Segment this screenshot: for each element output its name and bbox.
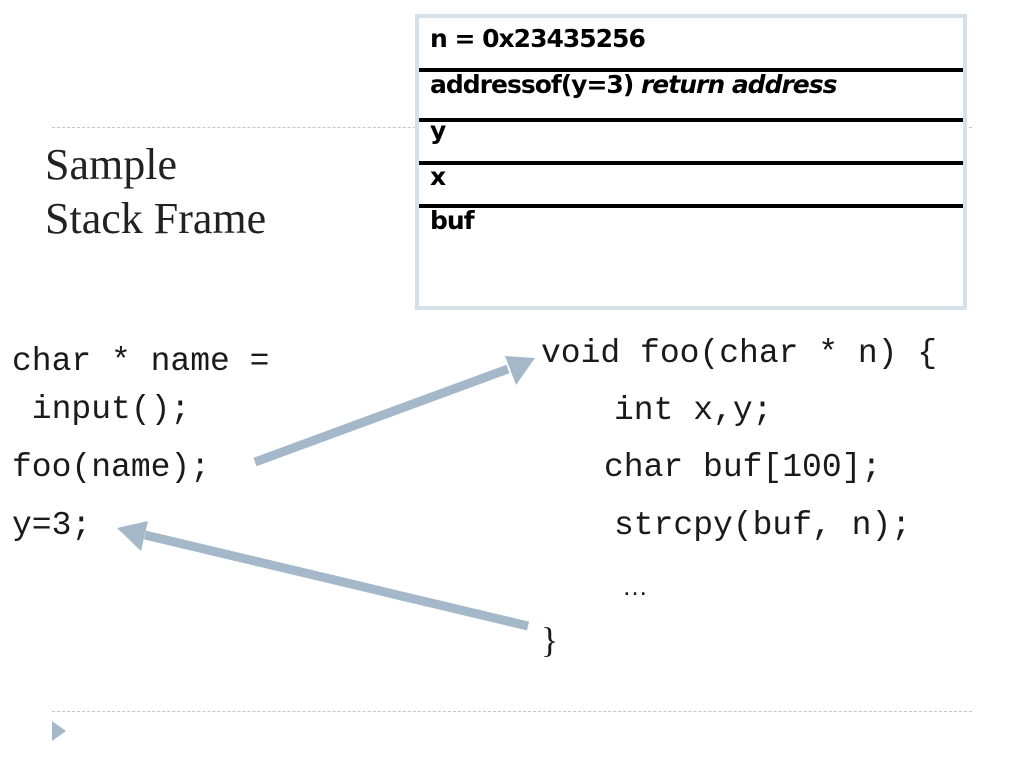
callee-code-line-6: } — [541, 620, 559, 660]
stack-row-italic-text: return address — [640, 70, 838, 99]
callee-code-line-1: void foo(char * n) { — [541, 335, 938, 372]
title-line-1: Sample — [45, 140, 177, 189]
stack-row-return-address: addressof(y=3) return address — [419, 70, 963, 99]
stack-row-text: y — [430, 116, 446, 145]
stack-row-divider — [419, 204, 963, 208]
stack-row-divider — [419, 68, 963, 72]
call-arrow — [253, 356, 535, 467]
stack-row-divider — [419, 118, 963, 122]
bottom-divider — [52, 711, 972, 712]
stack-row-text: buf — [430, 206, 475, 235]
stack-row-divider — [419, 161, 963, 165]
return-arrow — [117, 521, 530, 631]
caller-code-line-4: y=3; — [12, 507, 92, 544]
stack-frame-diagram: n = 0x23435256 addressof(y=3) return add… — [415, 14, 967, 310]
stack-row-text: n = 0x23435256 — [430, 24, 646, 53]
caller-code-line-3: foo(name); — [12, 449, 211, 486]
stack-row-buf: buf — [419, 206, 963, 235]
caller-code-line-1: char * name = — [12, 343, 270, 380]
callee-code-line-2: int x,y; — [614, 392, 773, 429]
stack-row-text: addressof(y=3) — [430, 70, 641, 99]
stack-row-y: y — [419, 116, 963, 145]
stack-row-text: x — [430, 162, 446, 191]
callee-code-line-3: char buf[100]; — [604, 449, 882, 486]
triangle-bullet-icon — [52, 721, 66, 741]
stack-row-n: n = 0x23435256 — [419, 24, 963, 53]
slide-title: Sample Stack Frame — [45, 138, 266, 246]
callee-code-line-5: … — [622, 571, 648, 601]
callee-code-line-4: strcpy(buf, n); — [614, 507, 912, 544]
caller-code-line-2: input(); — [12, 391, 191, 428]
stack-row-x: x — [419, 162, 963, 191]
title-line-2: Stack Frame — [45, 194, 267, 243]
